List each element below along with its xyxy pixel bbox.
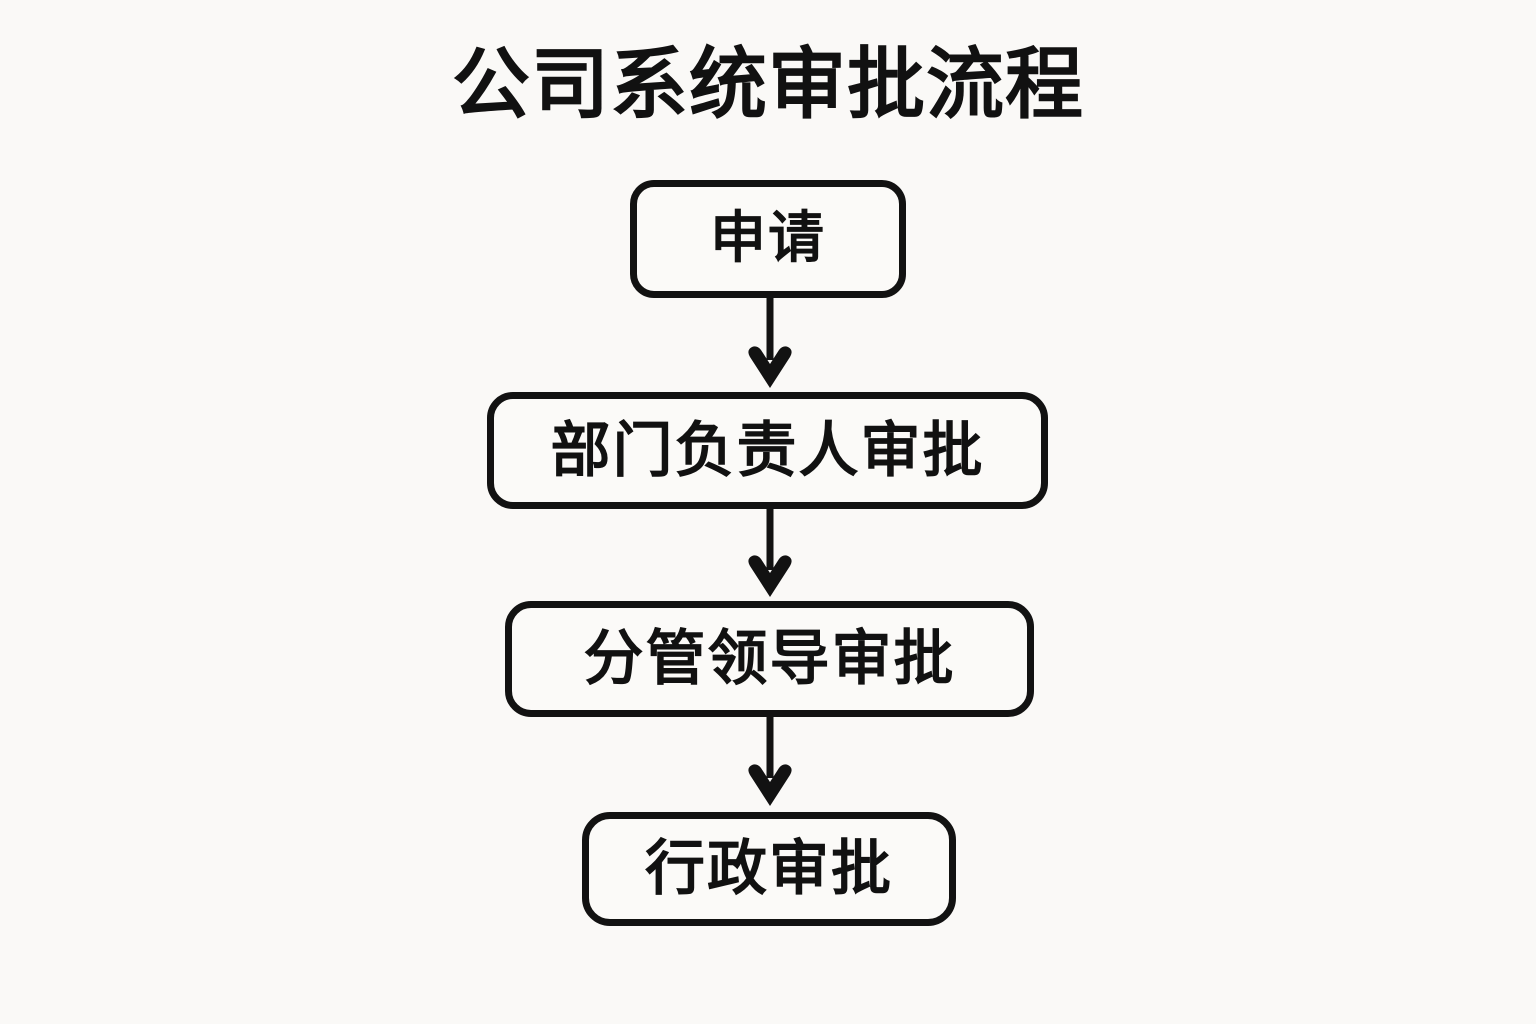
flow-node-apply[interactable]: 申请 — [630, 180, 906, 298]
flow-node-label: 分管领导审批 — [583, 624, 956, 694]
page-title: 公司系统审批流程 — [451, 40, 1084, 130]
flow-node-division-leader[interactable]: 分管领导审批 — [505, 601, 1034, 717]
flow-node-administrative[interactable]: 行政审批 — [582, 812, 956, 926]
flow-node-dept-head[interactable]: 部门负责人审批 — [487, 392, 1048, 509]
flow-node-label: 行政审批 — [645, 834, 893, 904]
flow-node-label: 部门负责人审批 — [550, 415, 985, 486]
flow-node-label: 申请 — [710, 206, 826, 271]
